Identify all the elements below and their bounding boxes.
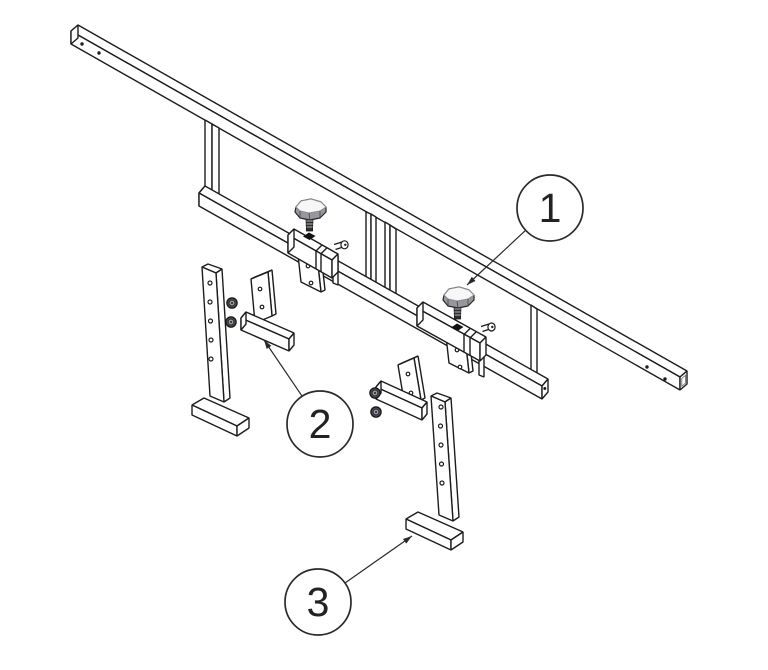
rail-hole — [80, 42, 84, 46]
clamp-slot — [303, 232, 316, 240]
part-flange-nuts-left — [225, 297, 238, 328]
clamp-slot — [451, 323, 464, 331]
rail-hole — [97, 51, 101, 55]
callout-2-leader — [263, 339, 303, 396]
callout-1-circle — [516, 174, 584, 242]
leg-upright — [201, 266, 225, 403]
frame-right-post — [530, 304, 538, 380]
callout-1-leader — [466, 229, 527, 286]
rail-hole — [663, 377, 667, 381]
callout-2: 2 — [263, 339, 354, 458]
part-main-rail — [70, 24, 688, 391]
bar-end-hole — [543, 387, 547, 390]
callout-2-circle — [286, 390, 354, 458]
part-leg-left — [191, 263, 250, 437]
bracket-plate — [250, 271, 273, 324]
part-leg-right — [405, 392, 464, 551]
part-clamp-right — [416, 286, 496, 378]
callout-3-label: 3 — [307, 579, 330, 625]
callout-3-leader — [344, 535, 413, 584]
rail-hole — [645, 365, 649, 369]
part-clamp-left — [287, 198, 349, 293]
part-bracket-left — [240, 269, 295, 352]
part-bracket-middle — [375, 355, 428, 421]
callout-1: 1 — [466, 174, 584, 286]
part-flange-nuts-middle — [369, 387, 382, 418]
callout-2-label: 2 — [309, 401, 332, 447]
callout-1-arrowhead — [467, 276, 476, 285]
callout-3: 3 — [284, 535, 413, 636]
leg-upright — [430, 395, 454, 522]
callout-3-arrowhead — [403, 536, 412, 544]
callout-3-circle — [284, 568, 352, 636]
callout-2-arrowhead — [264, 340, 272, 349]
part-frame-posts — [204, 119, 538, 380]
callout-1-label: 1 — [539, 185, 562, 231]
